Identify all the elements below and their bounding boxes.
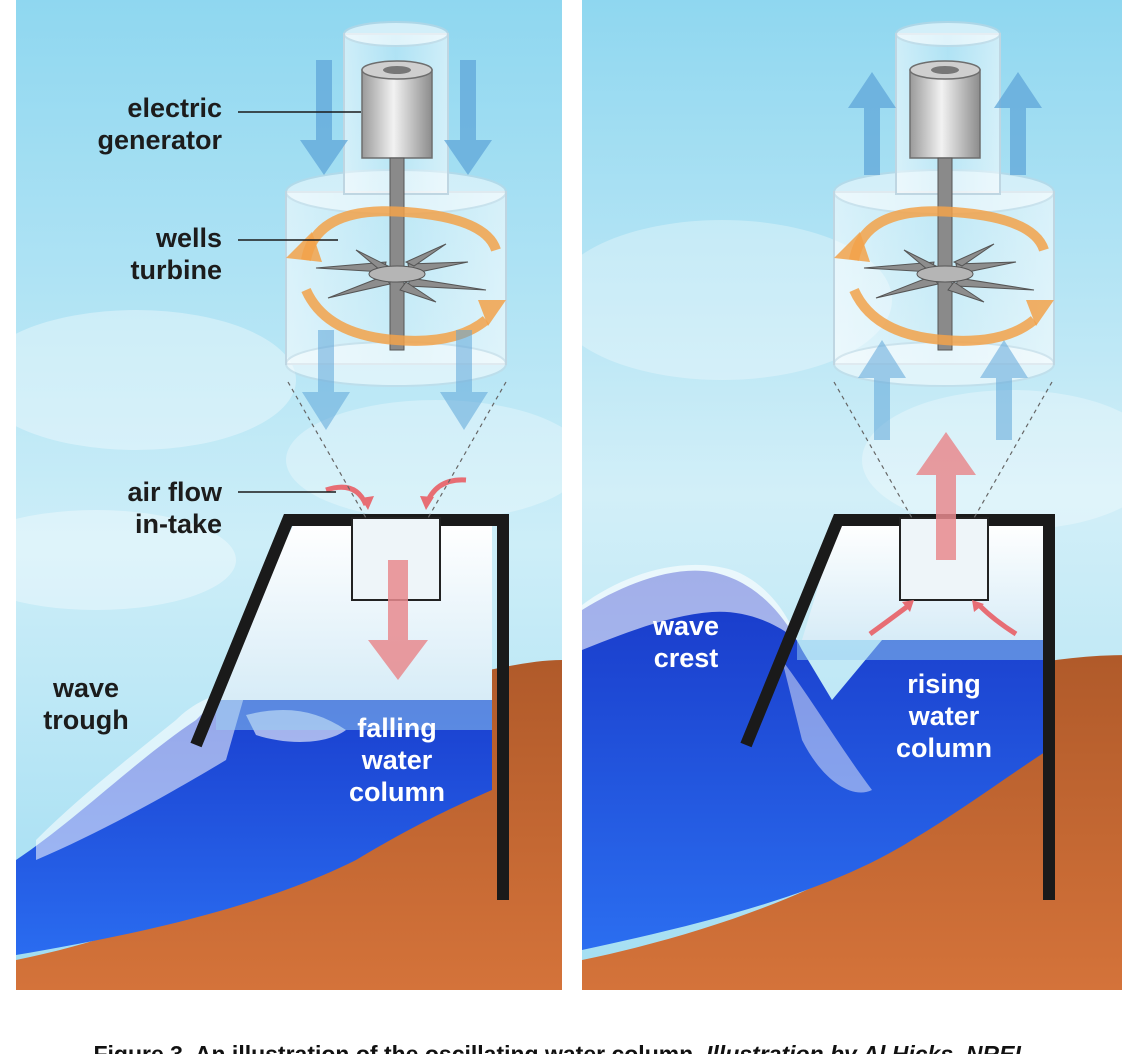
caption-credit: Illustration by Al Hicks, NREL (706, 1041, 1028, 1054)
label-line: falling (332, 712, 462, 744)
label-line: in-take (44, 508, 222, 540)
label-wave-crest: wave crest (626, 610, 746, 674)
label-line: wave (26, 672, 146, 704)
label-line: generator (44, 124, 222, 156)
right-panel-rising-column: wave crest rising water column (582, 0, 1122, 990)
label-line: water (878, 700, 1010, 732)
label-electric-generator: electric generator (44, 92, 222, 156)
label-falling-water-column: falling water column (332, 712, 462, 808)
caption-main: Figure 3. An illustration of the oscilla… (93, 1041, 699, 1054)
water-surface (797, 640, 1048, 660)
label-line: rising (878, 668, 1010, 700)
label-line: column (332, 776, 462, 808)
electric-generator (910, 70, 980, 158)
label-line: electric (44, 92, 222, 124)
label-wave-trough: wave trough (26, 672, 146, 736)
label-line: wave (626, 610, 746, 642)
label-line: trough (26, 704, 146, 736)
label-line: turbine (44, 254, 222, 286)
label-line: water (332, 744, 462, 776)
label-line: crest (626, 642, 746, 674)
figure-caption: Figure 3. An illustration of the oscilla… (0, 1036, 1122, 1054)
label-air-flow-intake: air flow in-take (44, 476, 222, 540)
turbine-shaft (938, 158, 952, 350)
label-line: wells (44, 222, 222, 254)
label-line: air flow (44, 476, 222, 508)
right-illustration (582, 0, 1122, 990)
turbine-shaft (390, 158, 404, 350)
label-rising-water-column: rising water column (878, 668, 1010, 764)
label-line: column (878, 732, 1010, 764)
electric-generator (362, 70, 432, 158)
label-wells-turbine: wells turbine (44, 222, 222, 286)
left-panel-falling-column: electric generator wells turbine air flo… (16, 0, 562, 990)
